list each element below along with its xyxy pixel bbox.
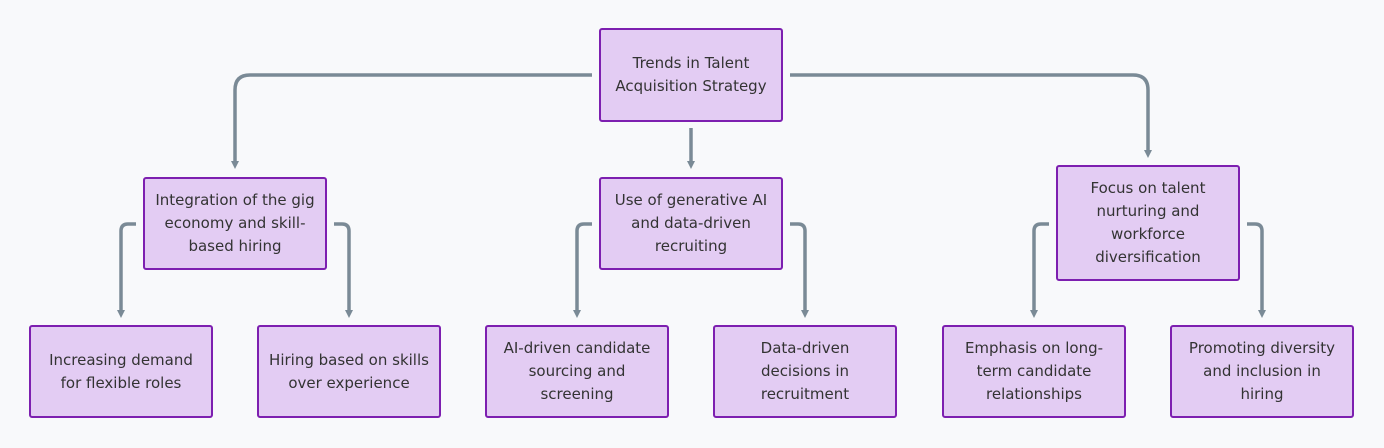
node-root: Trends in Talent Acquisition Strategy: [599, 28, 783, 122]
connector-root-to-gig: [231, 73, 592, 169]
node-flexible-roles: Increasing demand for flexible roles: [29, 325, 213, 418]
node-diversity-inclusion: Promoting diversity and inclusion in hir…: [1170, 325, 1354, 418]
connector-talent-to-relationships: [1030, 222, 1049, 318]
connector-talent-to-diversity: [1247, 222, 1266, 318]
node-gig-economy: Integration of the gig economy and skill…: [143, 177, 327, 270]
node-skills-over-experience: Hiring based on skills over experience: [257, 325, 441, 418]
node-ai-sourcing: AI-driven candidate sourcing and screeni…: [485, 325, 669, 418]
connector-gig-to-demand: [117, 222, 136, 318]
connector-gig-to-skills: [334, 222, 353, 318]
connector-ai-to-sourcing: [573, 222, 592, 318]
connector-root-to-talent: [790, 73, 1152, 158]
connector-ai-to-decisions: [790, 222, 809, 318]
node-talent-nurturing: Focus on talent nurturing and workforce …: [1056, 165, 1240, 281]
node-generative-ai: Use of generative AI and data-driven rec…: [599, 177, 783, 270]
node-long-term-relationships: Emphasis on long- term candidate relatio…: [942, 325, 1126, 418]
node-data-driven-decisions: Data-driven decisions in recruitment: [713, 325, 897, 418]
